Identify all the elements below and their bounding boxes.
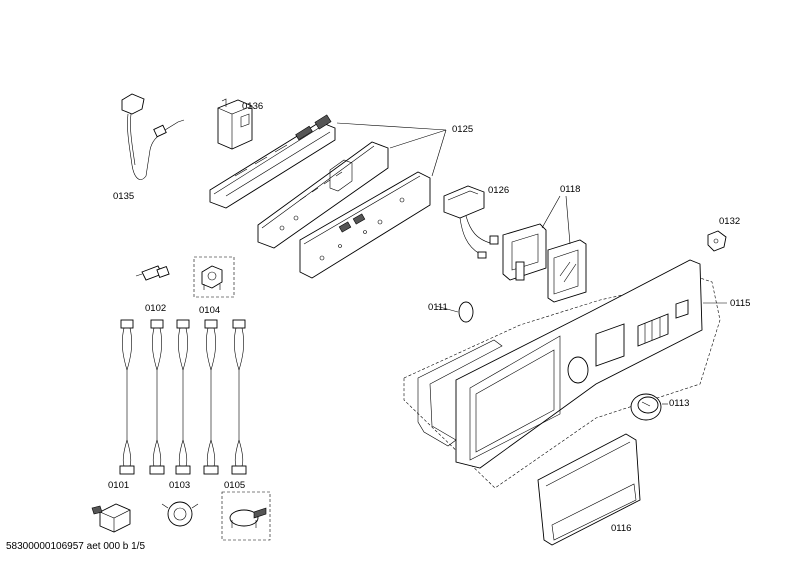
label-0101: 0101 — [108, 480, 129, 491]
label-0113: 0113 — [669, 398, 689, 409]
part-0136-capacitor — [217, 98, 253, 150]
label-0111: 0111 — [428, 302, 448, 313]
label-0118: 0118 — [560, 184, 580, 195]
part-0116-drawer-handle — [537, 433, 641, 546]
part-0125-control-module-lower — [299, 171, 431, 279]
label-0102: 0102 — [145, 303, 166, 314]
part-0115-control-panel — [455, 259, 703, 469]
part-0105-box-outline — [221, 491, 271, 541]
label-0135: 0135 — [113, 191, 134, 202]
part-0125-control-module-upper — [209, 114, 336, 209]
part-0118-display-frame — [502, 223, 547, 281]
label-0125: 0125 — [452, 124, 473, 135]
part-0101-switch — [91, 503, 131, 533]
document-id-footer: 58300000106957 aet 000 b 1/5 — [6, 541, 146, 552]
label-0105: 0105 — [224, 480, 245, 491]
part-0135-power-cord — [121, 93, 185, 180]
part-0125-control-module-middle — [257, 141, 389, 249]
label-0116: 0116 — [611, 523, 631, 534]
part-0105-pressure-switch — [229, 507, 267, 528]
part-0113-program-knob — [630, 393, 668, 421]
harness-2 — [149, 319, 165, 475]
label-0115: 0115 — [730, 298, 750, 309]
harness-4 — [203, 319, 219, 475]
part-0132-clip — [707, 230, 727, 252]
label-0104: 0104 — [199, 305, 220, 316]
part-0115-gasket — [417, 339, 503, 447]
part-0104-switch — [201, 265, 223, 290]
label-0136: 0136 — [242, 101, 263, 112]
harness-5 — [231, 319, 247, 475]
part-0111-knob-stem — [435, 301, 474, 323]
label-0103: 0103 — [169, 480, 190, 491]
part-0102-sensor — [135, 265, 170, 281]
leader-lines-0125 — [336, 122, 447, 177]
part-0103-switch — [161, 501, 199, 527]
leader-lines-0118 — [541, 195, 571, 245]
harness-1 — [119, 319, 135, 475]
part-0104-box-outline — [193, 256, 235, 298]
label-0132: 0132 — [719, 216, 740, 227]
label-0126: 0126 — [488, 185, 509, 196]
harness-3 — [175, 319, 191, 475]
part-0126-display-board — [443, 185, 499, 259]
part-0118-display-window — [547, 239, 587, 303]
